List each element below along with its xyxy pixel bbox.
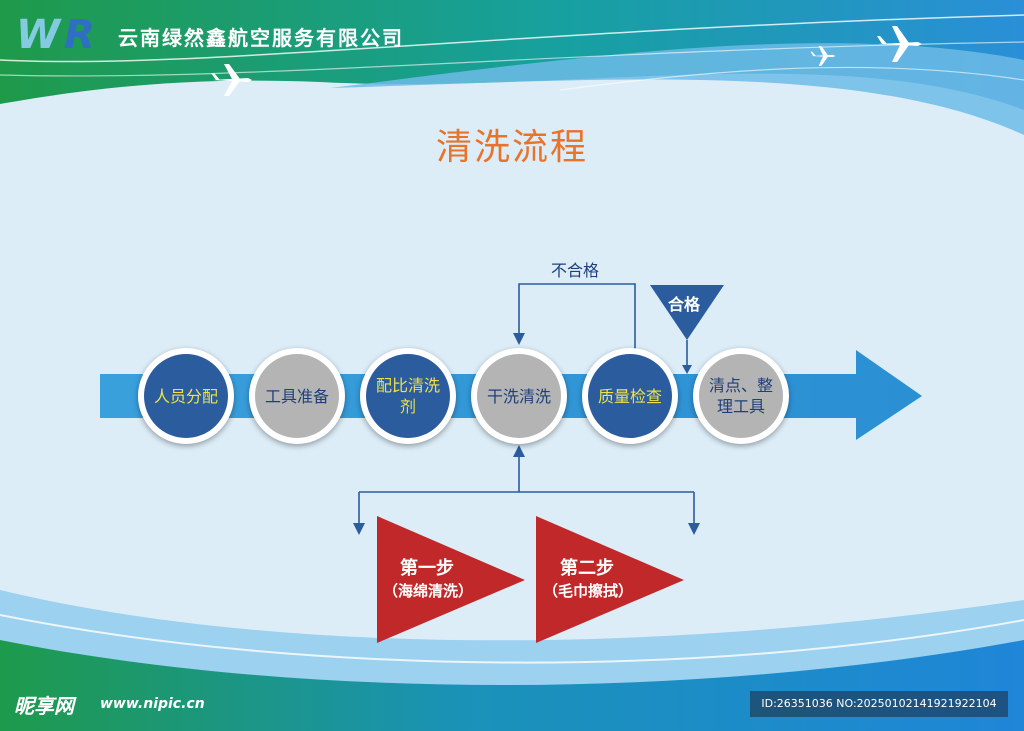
header-band: [0, 0, 1024, 110]
flow-step-label: 工具准备: [264, 386, 329, 406]
flow-step-label: 干洗清洗: [486, 386, 551, 406]
airplane-icon: [877, 26, 922, 62]
fail-loop-line: [518, 283, 636, 352]
fail-label: 不合格: [551, 261, 600, 280]
company-name: 云南绿然鑫航空服务有限公司: [118, 26, 404, 50]
pass-triangle: [650, 285, 724, 340]
flow-step-1: 人员分配: [138, 348, 234, 444]
svg-text:W: W: [16, 12, 62, 58]
sub-step-1-detail: （海绵清洗）: [382, 582, 473, 600]
watermark-brand: 昵享网: [14, 694, 74, 718]
flow-step-label: 人员分配: [153, 386, 218, 406]
flow-step-2: 工具准备: [249, 348, 345, 444]
page-title: 清洗流程: [435, 127, 588, 168]
sub-step-2-title: 第二步: [560, 558, 614, 579]
flow-step-4: 干洗清洗: [471, 348, 567, 444]
flow-step-5: 质量检查: [582, 348, 678, 444]
header-swoosh: [330, 43, 1024, 136]
sub-step-2-shape: [536, 516, 684, 643]
sub-step-2-detail: （毛巾擦拭）: [542, 582, 633, 600]
flow-step-3: 配比清洗剂: [360, 348, 456, 444]
airplane-icon: [211, 64, 252, 96]
watermark-url: www.nipic.cn: [100, 696, 205, 712]
pass-label: 合格: [668, 295, 701, 314]
fail-loop-arrowhead: [513, 333, 525, 345]
flow-step-label: 清点、整理工具: [708, 376, 773, 416]
sub-step-1-title: 第一步: [400, 558, 454, 579]
flow-step-label: 质量检查: [597, 386, 662, 406]
flow-step-6: 清点、整理工具: [693, 348, 789, 444]
flow-step-label: 配比清洗剂: [375, 376, 440, 416]
airplane-icon: [810, 46, 836, 66]
image-id: ID:26351036 NO:20250102141921922104: [750, 691, 1008, 717]
svg-text:R: R: [64, 12, 95, 58]
sub-step-1-shape: [377, 516, 525, 643]
company-logo: W R: [16, 12, 95, 58]
